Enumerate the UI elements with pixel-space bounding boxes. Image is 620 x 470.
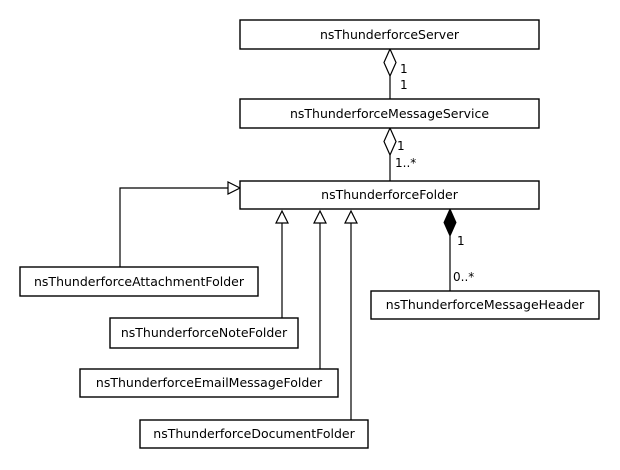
class-name: nsThunderforceMessageService (290, 106, 489, 121)
attachment-generalization (119, 181, 242, 267)
class-attachment-folder[interactable]: nsThunderforceAttachmentFolder (19, 266, 259, 297)
class-document-folder[interactable]: nsThunderforceDocumentFolder (139, 419, 369, 449)
class-box (19, 266, 259, 297)
class-message-service[interactable]: nsThunderforceMessageService (239, 98, 540, 129)
folder-header-whole-multiplicity: 1 (457, 234, 465, 248)
aggregation-diamond-icon (383, 47, 397, 78)
class-box (109, 317, 299, 349)
class-name: nsThunderforceDocumentFolder (153, 426, 355, 441)
server-service-aggregation (383, 47, 397, 99)
class-name: nsThunderforceEmailMessageFolder (96, 375, 323, 390)
class-name: nsThunderforceNoteFolder (121, 325, 288, 340)
note-generalization (275, 209, 289, 318)
class-box (79, 368, 339, 398)
class-name: nsThunderforceAttachmentFolder (34, 274, 245, 289)
class-message-header[interactable]: nsThunderforceMessageHeader (370, 290, 600, 320)
attachment-generalization-line (119, 187, 228, 267)
class-box (239, 180, 540, 210)
class-box (239, 19, 540, 50)
generalization-arrow-icon (227, 181, 242, 195)
class-name: nsThunderforceServer (320, 27, 460, 42)
class-box (139, 419, 369, 449)
class-box (239, 98, 540, 129)
document-generalization (344, 209, 358, 420)
class-server[interactable]: nsThunderforceServer (239, 19, 540, 50)
class-note-folder[interactable]: nsThunderforceNoteFolder (109, 317, 299, 349)
generalization-arrow-icon (275, 209, 289, 224)
generalization-arrow-icon (313, 209, 327, 224)
email-generalization (313, 209, 327, 369)
service-folder-whole-multiplicity: 1 (397, 139, 405, 153)
folder-header-composition (443, 207, 457, 291)
class-name: nsThunderforceFolder (321, 187, 459, 202)
service-folder-aggregation (383, 126, 397, 181)
server-service-whole-multiplicity: 1 (400, 62, 408, 76)
class-email-message-folder[interactable]: nsThunderforceEmailMessageFolder (79, 368, 339, 398)
folder-header-part-multiplicity: 0..* (453, 270, 474, 284)
server-service-part-multiplicity: 1 (400, 78, 408, 92)
class-box (370, 290, 600, 320)
composition-diamond-icon (443, 207, 457, 238)
aggregation-diamond-icon (383, 126, 397, 157)
class-name: nsThunderforceMessageHeader (386, 297, 585, 312)
generalization-arrow-icon (344, 209, 358, 224)
service-folder-part-multiplicity: 1..* (395, 156, 416, 170)
class-folder[interactable]: nsThunderforceFolder (239, 180, 540, 210)
